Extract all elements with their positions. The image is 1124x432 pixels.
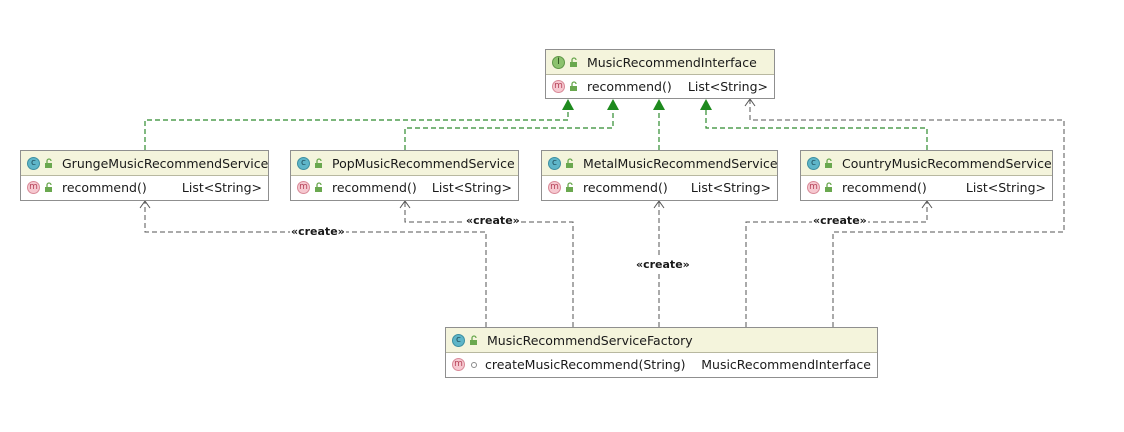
public-lock-icon (470, 334, 477, 345)
class-header: c GrungeMusicRecommendService (21, 151, 268, 176)
arrowhead (399, 200, 411, 209)
class-name: PopMusicRecommendService (332, 155, 515, 171)
class-header: c PopMusicRecommendService (291, 151, 518, 176)
create-stereotype-label: «create» (812, 214, 868, 227)
class-name: MusicRecommendServiceFactory (487, 332, 693, 348)
return-type: List<String> (181, 180, 262, 195)
class-name: GrungeMusicRecommendService (62, 155, 269, 171)
method-name: recommend() (62, 180, 147, 195)
return-type: List<String> (431, 180, 512, 195)
factory-to-interface-edge (749, 100, 1065, 327)
method-row[interactable]: m recommend() List<String> (801, 176, 1052, 199)
public-lock-icon (566, 157, 573, 168)
arrowhead (653, 99, 665, 110)
public-lock-icon (570, 56, 577, 67)
class-header: c MusicRecommendServiceFactory (446, 328, 877, 353)
class-icon: c (807, 156, 820, 170)
public-lock-icon (570, 81, 577, 91)
public-lock-icon (315, 157, 322, 168)
public-lock-icon (315, 182, 322, 192)
method-name: createMusicRecommend(String) (485, 357, 686, 372)
interface-name: MusicRecommendInterface (587, 54, 757, 70)
implements-arrowheads (562, 99, 712, 110)
service-class-box[interactable]: c CountryMusicRecommendService m recomme… (800, 150, 1053, 201)
method-icon: m (552, 80, 565, 93)
public-lock-icon (566, 182, 573, 192)
method-row[interactable]: m recommend() List<String> (291, 176, 518, 199)
arrowhead (562, 99, 574, 110)
create-stereotype-label: «create» (635, 258, 691, 271)
service-class-box[interactable]: c MetalMusicRecommendService m recommend… (541, 150, 778, 201)
method-icon: m (297, 181, 310, 194)
class-icon: c (452, 333, 465, 347)
return-type: MusicRecommendInterface (701, 357, 871, 372)
arrowhead (653, 200, 665, 209)
method-name: recommend() (842, 180, 927, 195)
method-name: recommend() (583, 180, 668, 195)
interface-method-row[interactable]: m recommend() List<String> (546, 75, 774, 98)
method-icon: m (27, 181, 40, 194)
service-class-box[interactable]: c GrungeMusicRecommendService m recommen… (20, 150, 269, 201)
country-implements-edge (705, 100, 928, 150)
factory-to-grunge-edge (144, 202, 487, 327)
public-lock-icon (45, 157, 52, 168)
public-lock-icon (825, 182, 832, 192)
package-private-dot-icon (471, 361, 477, 368)
class-icon: c (297, 156, 310, 170)
create-stereotype-label: «create» (465, 214, 521, 227)
grunge-implements-edge (144, 100, 569, 150)
interface-box[interactable]: I MusicRecommendInterface m recommend() … (545, 49, 775, 99)
class-name: CountryMusicRecommendService (842, 155, 1052, 171)
class-icon: c (27, 156, 40, 170)
arrowhead (139, 200, 151, 209)
class-icon: c (548, 156, 561, 170)
dependency-arrowheads (139, 98, 933, 209)
method-icon: m (452, 358, 465, 371)
class-name: MetalMusicRecommendService (583, 155, 778, 171)
class-header: c MetalMusicRecommendService (542, 151, 778, 176)
method-icon: m (548, 181, 561, 194)
class-header: c CountryMusicRecommendService (801, 151, 1052, 176)
return-type: List<String> (687, 79, 768, 94)
return-type: List<String> (965, 180, 1046, 195)
return-type: List<String> (690, 180, 771, 195)
service-class-box[interactable]: c PopMusicRecommendService m recommend()… (290, 150, 519, 201)
public-lock-icon (825, 157, 832, 168)
method-row[interactable]: m createMusicRecommend(String) MusicReco… (446, 353, 877, 376)
method-row[interactable]: m recommend() List<String> (21, 176, 268, 199)
method-icon: m (807, 181, 820, 194)
method-name: recommend() (332, 180, 417, 195)
method-name: recommend() (587, 79, 672, 94)
arrowhead (921, 200, 933, 209)
arrowhead (607, 99, 619, 110)
interface-icon: I (552, 55, 565, 69)
method-row[interactable]: m recommend() List<String> (542, 176, 777, 199)
interface-header: I MusicRecommendInterface (546, 50, 774, 75)
create-stereotype-label: «create» (290, 225, 346, 238)
factory-class-box[interactable]: c MusicRecommendServiceFactory m createM… (445, 327, 878, 378)
arrowhead (744, 98, 756, 107)
public-lock-icon (45, 182, 52, 192)
arrowhead (700, 99, 712, 110)
pop-implements-edge (404, 100, 614, 150)
